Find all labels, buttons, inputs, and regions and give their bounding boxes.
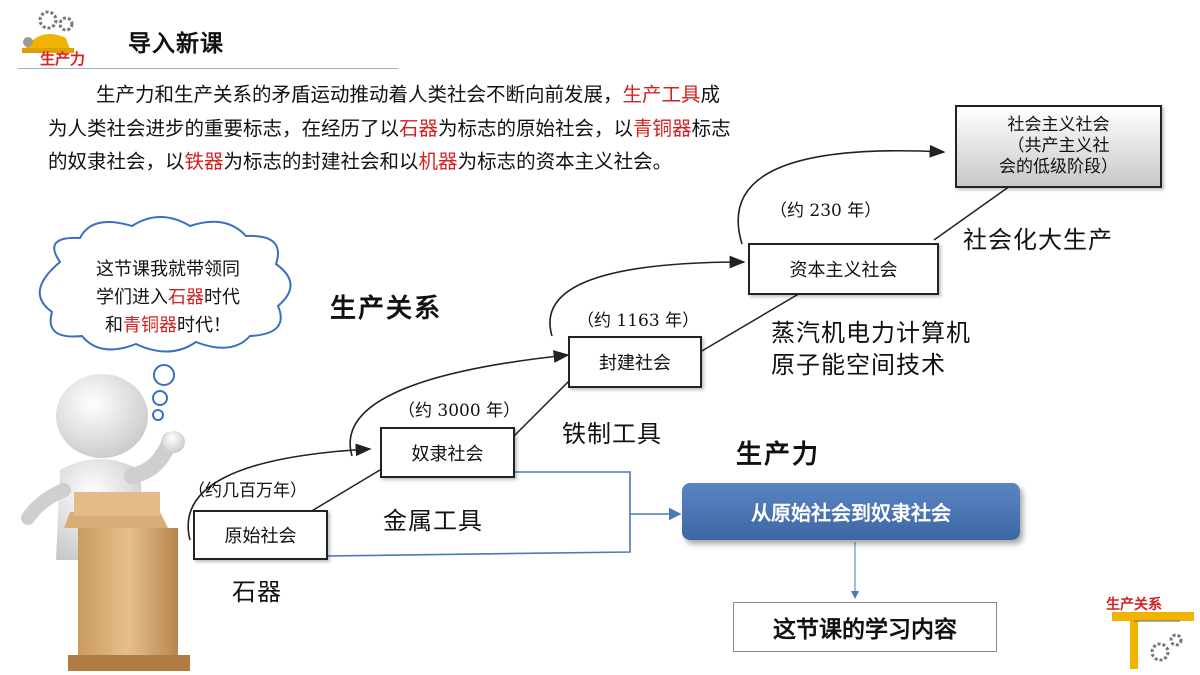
- intro-highlight: 青铜器: [633, 116, 692, 140]
- stage-primitive-society: 原始社会: [193, 510, 328, 560]
- stage-slave-society: 奴隶社会: [380, 427, 515, 478]
- cloud-line: 这节课我就带领同: [96, 259, 240, 280]
- socialist-line: 社会主义社会: [1007, 115, 1110, 135]
- intro-paragraph: 生产力和生产关系的矛盾运动推动着人类社会不断向前发展，生产工具成为人类社会进步的…: [48, 78, 738, 179]
- intro-text: 标志的奴隶社会，以: [48, 116, 731, 174]
- tool-label: 金属工具: [383, 507, 483, 535]
- header-logo-label: 生产力: [40, 50, 86, 68]
- relations-label: 生产关系: [330, 294, 443, 324]
- tool-label-modern: 蒸汽机电力计算机 原子能空间技术: [771, 317, 971, 381]
- intro-text: 生产力和生产关系的矛盾运动推动着人类社会不断向前发展，: [96, 83, 623, 106]
- lesson-content-box: 这节课的学习内容: [733, 602, 997, 652]
- intro-highlight: 石器: [399, 116, 439, 140]
- cloud-text-part: 时代: [204, 287, 240, 308]
- intro-text: 为标志的资本主义社会。: [457, 150, 673, 173]
- stage-socialist-society: 社会主义社会 （共产主义社 会的低级阶段）: [955, 105, 1162, 188]
- corner-logo-label: 生产关系: [1106, 597, 1162, 613]
- intro-highlight: 生产工具: [622, 83, 701, 106]
- tool-label: 社会化大生产: [963, 226, 1113, 254]
- cloud-highlight: 石器: [168, 287, 204, 308]
- cloud-text-part: 学们进入: [96, 287, 168, 308]
- stage-feudal-society: 封建社会: [568, 336, 702, 388]
- intro-text: 为标志的原始社会，以: [438, 116, 634, 140]
- cloud-line: 学们进入石器时代: [68, 284, 268, 312]
- header-logo-icon: [22, 10, 74, 53]
- duration-label: （约 3000 年）: [398, 401, 521, 421]
- thought-cloud: [38, 216, 292, 421]
- productivity-label: 生产力: [736, 440, 821, 470]
- speaker-figure: [21, 374, 190, 671]
- socialist-line: （共产主义社: [1007, 136, 1110, 156]
- tool-label: 石器: [232, 578, 282, 606]
- page-title: 导入新课: [128, 31, 224, 57]
- cloud-text-part: 和: [105, 315, 123, 336]
- timeline-arcs: [187, 144, 946, 541]
- header-divider: [18, 68, 398, 69]
- intro-text: 为标志的封建社会和以: [223, 150, 419, 173]
- socialist-line: 会的低级阶段）: [999, 157, 1118, 177]
- duration-label: （约 1163 年）: [577, 311, 700, 331]
- intro-highlight: 铁器: [184, 150, 224, 173]
- summary-bracket: [325, 471, 859, 599]
- stage-capitalist-society: 资本主义社会: [748, 243, 939, 295]
- duration-label: （约 230 年）: [770, 201, 882, 221]
- summary-button[interactable]: 从原始社会到奴隶社会: [682, 483, 1020, 540]
- cloud-text: 这节课我就带领同 学们进入石器时代 和青铜器时代！: [68, 256, 268, 340]
- tool-label-line: 原子能空间技术: [771, 351, 946, 379]
- duration-label: （约几百万年）: [188, 481, 307, 501]
- cloud-text-part: 时代！: [177, 315, 231, 336]
- cloud-highlight: 青铜器: [123, 315, 177, 336]
- cloud-line: 和青铜器时代！: [68, 312, 268, 340]
- intro-highlight: 机器: [418, 150, 458, 173]
- tool-label-line: 蒸汽机电力计算机: [771, 319, 971, 347]
- corner-logo-icon: [1112, 612, 1194, 669]
- intro-text: 成为人类社会进步的重要标志，在经历了以: [48, 83, 721, 140]
- tool-label: 铁制工具: [562, 420, 662, 448]
